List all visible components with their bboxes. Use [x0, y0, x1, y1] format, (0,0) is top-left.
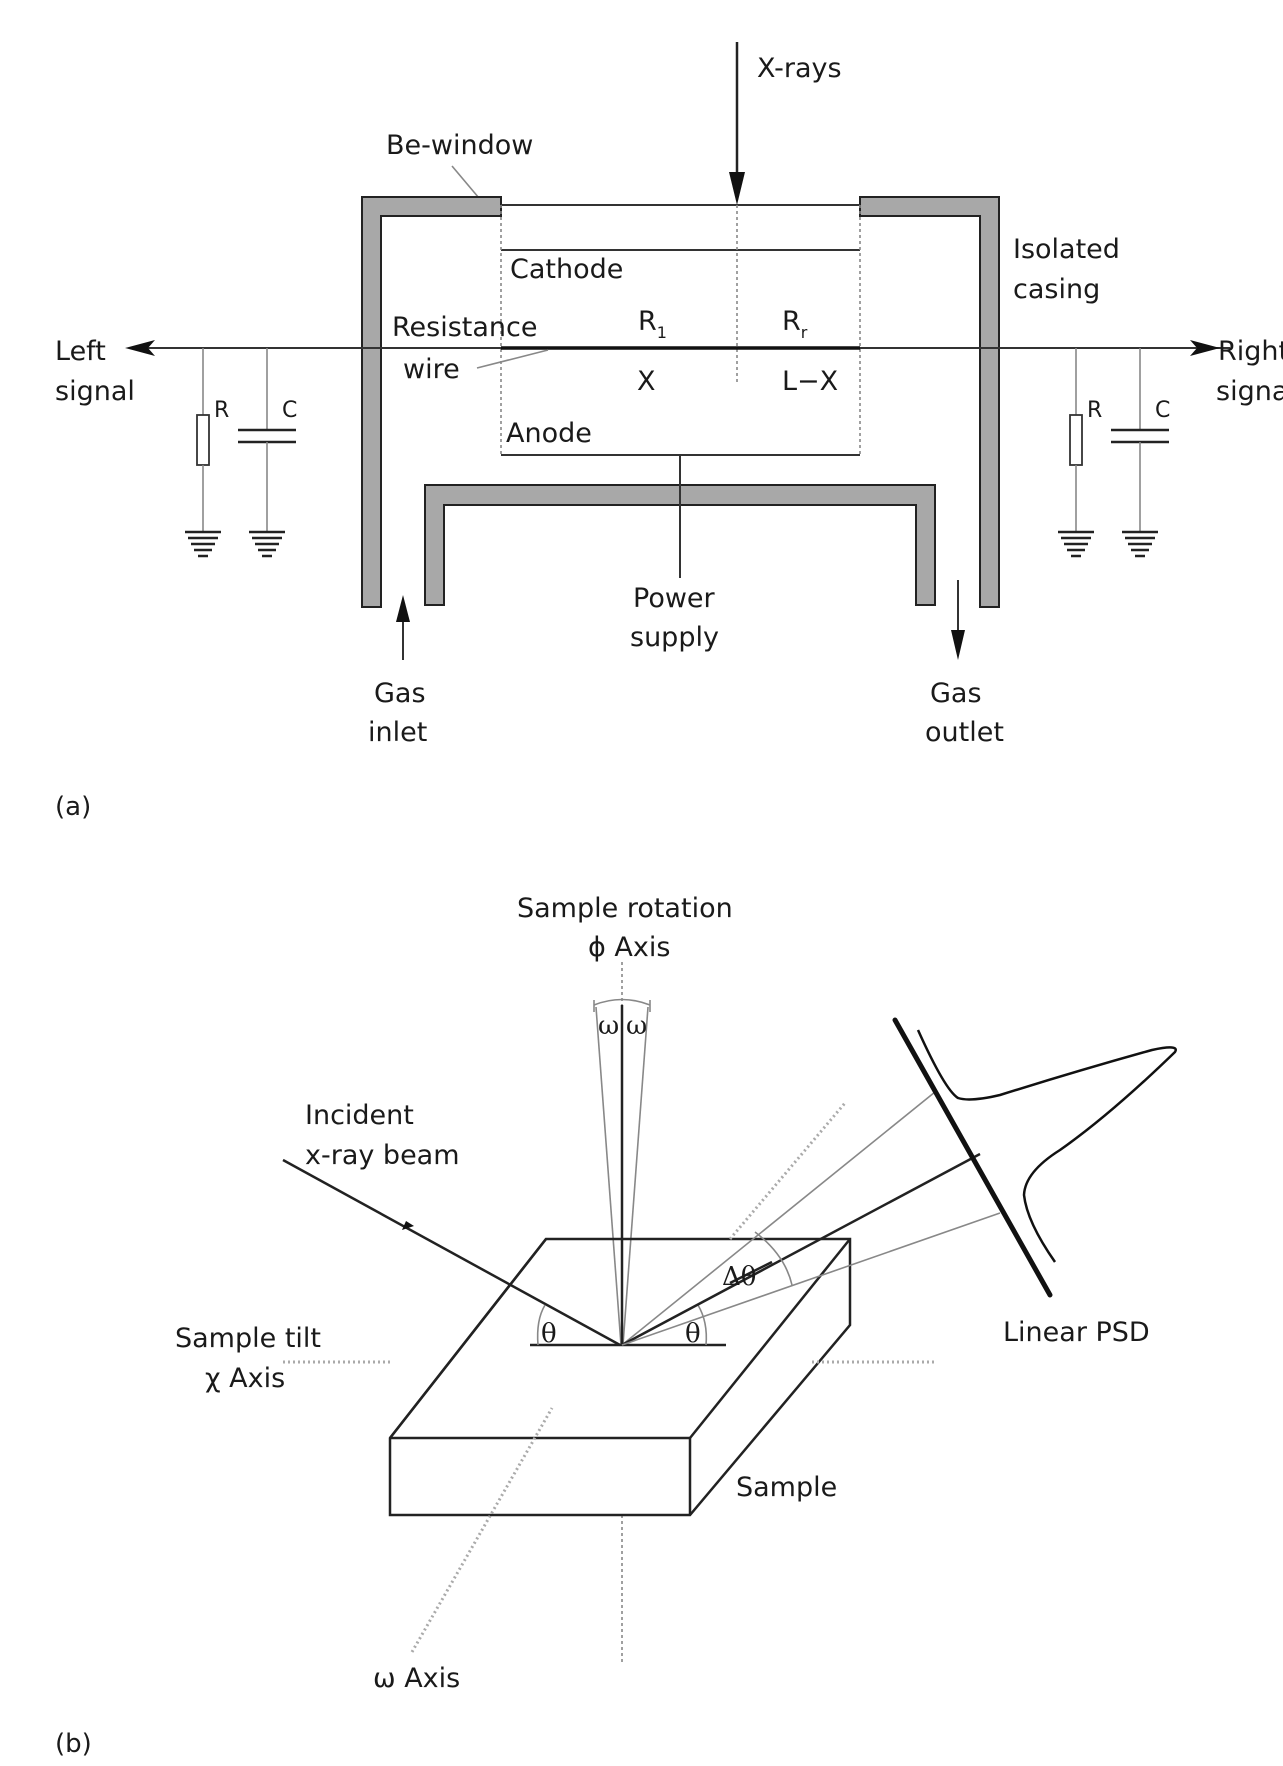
- wire-leader: [476, 349, 549, 369]
- incident-label: Incident: [305, 1100, 414, 1131]
- casing-label: casing: [1013, 274, 1100, 305]
- isolated-label: Isolated: [1013, 234, 1120, 265]
- omega-cone: [593, 998, 651, 1346]
- left-resistor-label: R: [214, 398, 229, 423]
- left-label: Left: [55, 336, 106, 367]
- anode-label: Anode: [506, 418, 592, 449]
- gas-outlet-label-1: Gas: [930, 678, 982, 709]
- left-capacitor-label: C: [282, 398, 297, 423]
- theta-arc-left: [536, 1304, 546, 1346]
- sample-label: Sample: [736, 1472, 837, 1503]
- right-resistor-label: R: [1087, 398, 1102, 423]
- incident-beam-label: x-ray beam: [305, 1140, 460, 1171]
- x-length-label: X: [637, 366, 656, 397]
- panel-b-label: (b): [55, 1729, 92, 1759]
- omega-axis-label: ω Axis: [373, 1663, 460, 1694]
- casing-right: [859, 196, 1000, 608]
- delta-theta-label: Δθ: [722, 1262, 756, 1292]
- gas-inlet-label-2: inlet: [368, 717, 427, 748]
- delta-theta-leader: [729, 1260, 773, 1285]
- gas-outlet-label-2: outlet: [925, 717, 1004, 748]
- omega-right-label: ω: [626, 1011, 647, 1041]
- gas-inlet-label-1: Gas: [374, 678, 426, 709]
- sample-block: [388, 1237, 852, 1517]
- left-arrow-head: [125, 340, 155, 356]
- rr-label: Rr: [782, 306, 808, 342]
- l-minus-x-label: L−X: [782, 366, 838, 397]
- phi-axis-label: ϕ Axis: [588, 932, 670, 963]
- supply-label: supply: [630, 622, 719, 653]
- left-rc-network: [196, 348, 296, 532]
- inner-chamber: [424, 484, 936, 606]
- wire-label: wire: [403, 354, 460, 385]
- gas-inlet-arrow: [396, 595, 410, 660]
- left-ground-icons: [185, 530, 285, 558]
- omega-left-label: ω: [598, 1011, 619, 1041]
- incident-beam: [282, 1158, 621, 1347]
- diffracted-rays: [621, 1091, 1001, 1347]
- omega-axis: [410, 1407, 554, 1653]
- left-signal-label: signal: [55, 376, 135, 407]
- theta-right-label: θ: [685, 1319, 701, 1349]
- right-arrow-head: [1190, 340, 1220, 356]
- power-label: Power: [633, 583, 716, 614]
- theta-left-label: θ: [541, 1319, 557, 1349]
- xrays-label: X-rays: [757, 53, 842, 84]
- casing-left: [361, 196, 502, 608]
- chi-axis-label: χ Axis: [205, 1363, 285, 1394]
- tilt-label: Sample tilt: [175, 1323, 321, 1354]
- gas-outlet-arrow: [951, 580, 965, 660]
- right-ground-icons: [1058, 530, 1158, 558]
- theta-arc-right: [697, 1304, 708, 1346]
- xray-arrow: [729, 42, 745, 205]
- linear-psd-label: Linear PSD: [1003, 1317, 1150, 1348]
- be-window-label: Be-window: [386, 130, 533, 161]
- rotation-label: Sample rotation: [517, 893, 733, 924]
- delta-theta-arc: [754, 1231, 793, 1286]
- r1-label: R1: [638, 306, 667, 342]
- right-signal-label: signal: [1216, 376, 1283, 407]
- right-label: Right: [1218, 336, 1283, 367]
- panel-a-label: (a): [55, 792, 91, 820]
- cathode-label: Cathode: [510, 254, 623, 285]
- linear-psd-bar: [892, 1017, 1053, 1298]
- resistance-label: Resistance: [392, 312, 538, 343]
- right-capacitor-label: C: [1155, 398, 1170, 423]
- diffraction-peak-curve: [916, 1029, 1177, 1263]
- right-rc-network: [1069, 348, 1169, 532]
- detector-normal: [728, 1102, 847, 1240]
- panel-a-detector-schematic: X-rays Be-window Cathode Resistance wire…: [55, 42, 1283, 820]
